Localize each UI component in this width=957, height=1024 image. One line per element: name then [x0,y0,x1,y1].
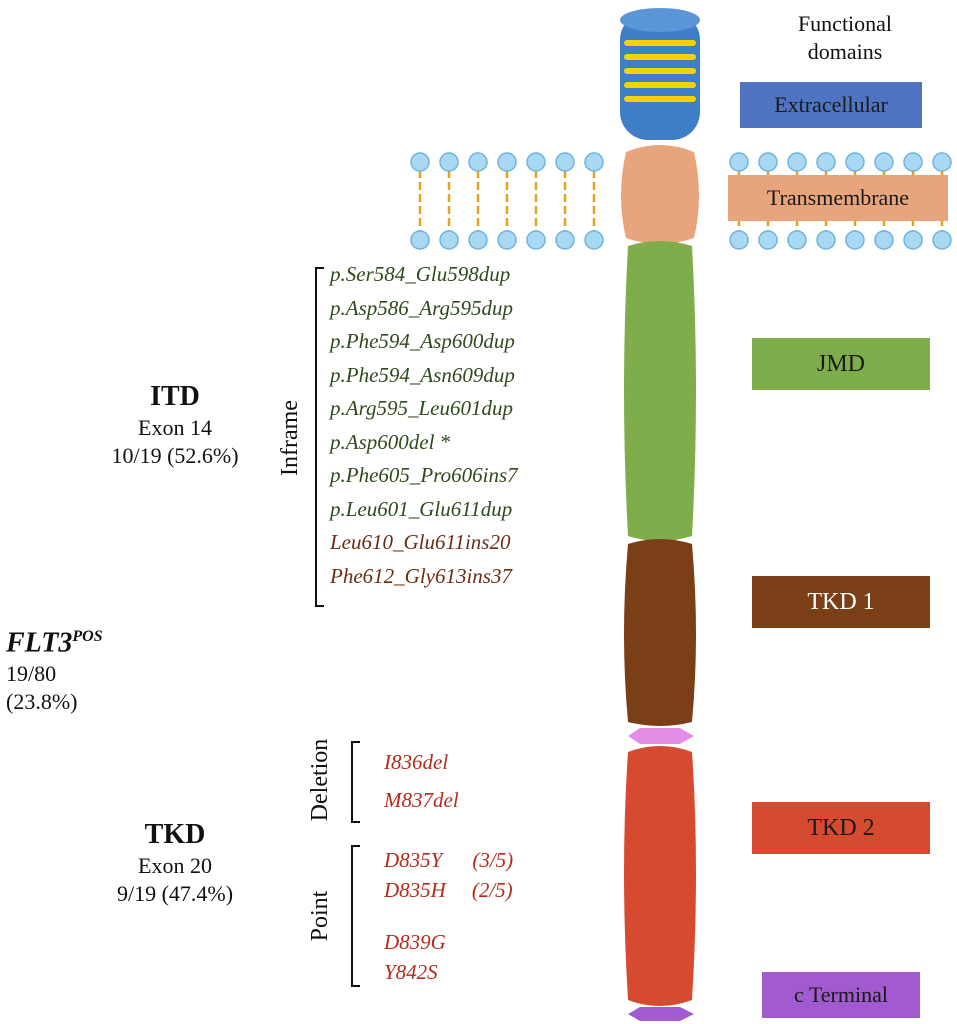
lipid-head [439,152,459,172]
lipid-head [526,152,546,172]
domain-box-extracellular: Extracellular [740,82,922,128]
functional-domains-header: Functional domains [770,10,920,66]
itd-mutation-item: p.Phe594_Asp600dup [330,329,515,353]
point-mutation-freq: (3/5) [472,848,514,872]
extracellular-stripe [624,68,696,74]
domain-label-transmembrane: Transmembrane [766,185,910,210]
flt3-count: 19/80 [6,661,57,687]
lipid-head [555,230,575,250]
domain-label-jmd: JMD [816,350,865,377]
deletion-label: Deletion [307,738,333,822]
tkd-exon: Exon 20 [138,853,212,878]
itd-mutation-item: Phe612_Gly613ins37 [330,563,512,588]
lipid-head [845,230,865,250]
domain-box-cterminal: c Terminal [762,972,920,1018]
lipid-head [932,230,952,250]
c-terminal-shape [628,1007,694,1021]
lipid-head [758,230,778,250]
point-mutation-name: D835Y [384,848,443,872]
itd-mutation-item: p.Asp600del * [330,429,451,454]
point-mutation-name: D839G [384,930,446,954]
domain-label-cterminal: c Terminal [794,982,888,1007]
tkd1-domain-shape [624,539,696,726]
lipid-head [816,152,836,172]
inframe-bracket [315,267,324,607]
extracellular-stripe [624,40,696,46]
domain-box-tkd1: TKD 1 [752,576,930,628]
domain-label-tkd2: TKD 2 [807,814,875,841]
lipid-head [816,230,836,250]
itd-mutation-item: p.Phe594_Asn609dup [330,362,515,387]
itd-mutation-item: p.Ser584_Glu598dup [330,262,511,286]
extracellular-domain-shape [620,8,700,140]
domain-box-transmembrane: Transmembrane [728,175,948,221]
lipid-head [874,152,894,172]
itd-exon: Exon 14 [138,415,212,440]
lipid-head [468,230,488,250]
extracellular-stripe [624,54,696,60]
itd-mutation-item: p.Leu601_Glu611dup [330,496,513,521]
tkd-summary: TKD Exon 20 9/19 (47.4%) [90,818,260,908]
point-mutation-freq: (2/5) [471,878,513,902]
lipid-head [410,230,430,250]
flt3-percent: (23.8%) [6,689,78,715]
itd-count: 10/19 (52.6%) [111,443,239,468]
itd-mutation-item: p.Phe605_Pro606ins7 [330,463,518,487]
lipid-head [497,230,517,250]
inframe-label: Inframe [277,400,303,476]
point-mutation-name: D835H [384,878,446,902]
itd-mutation-item: p.Arg595_Leu601dup [330,396,513,420]
lipid-head [439,230,459,250]
lipid-head [932,152,952,172]
domain-box-jmd: JMD [752,338,930,390]
lipid-head [526,230,546,250]
point-label: Point [307,890,333,942]
lipid-head [903,230,923,250]
extracellular-stripe [624,82,696,88]
lipid-head [903,152,923,172]
lipid-head [555,152,575,172]
point-mutation-name: Y842S [384,960,438,984]
deletion-bracket [351,741,360,823]
tkd-count: 9/19 (47.4%) [116,881,234,906]
lipid-head [584,230,604,250]
jmd-domain-shape [624,241,696,541]
itd-mutation-item: p.Asp586_Arg595dup [330,295,513,320]
tkd-title: TKD [144,819,206,850]
header-line-1: Functional [797,11,893,36]
deletion-item: M837del [384,788,459,812]
lipid-head [729,152,749,172]
lipid-head [497,152,517,172]
lipid-head [845,152,865,172]
lipid-head [874,230,894,250]
deletion-item: I836del [384,750,449,774]
itd-title: ITD [150,381,200,412]
itd-mutation-item: Leu610_Glu611ins20 [330,530,511,554]
flt3-gene-name: FLT3 [6,627,73,659]
point-bracket [351,845,360,987]
extracellular-stripe [624,96,696,102]
lipid-head [787,230,807,250]
kinase-insert-hinge-shape [628,728,694,744]
lipid-head [758,152,778,172]
lipid-head [584,152,604,172]
lipid-head [787,152,807,172]
transmembrane-domain-shape [621,145,699,244]
flt3-summary: FLT3POS 19/80 (23.8%) [6,620,166,716]
itd-summary: ITD Exon 14 10/19 (52.6%) [90,380,260,470]
domain-label-extracellular: Extracellular [774,92,888,117]
header-line-2: domains [807,39,883,64]
lipid-head [729,230,749,250]
flt3-superscript: POS [72,628,103,645]
tkd2-domain-shape [624,746,696,1006]
lipid-head [468,152,488,172]
domain-label-tkd1: TKD 1 [807,588,875,615]
domain-box-tkd2: TKD 2 [752,802,930,854]
lipid-head [410,152,430,172]
